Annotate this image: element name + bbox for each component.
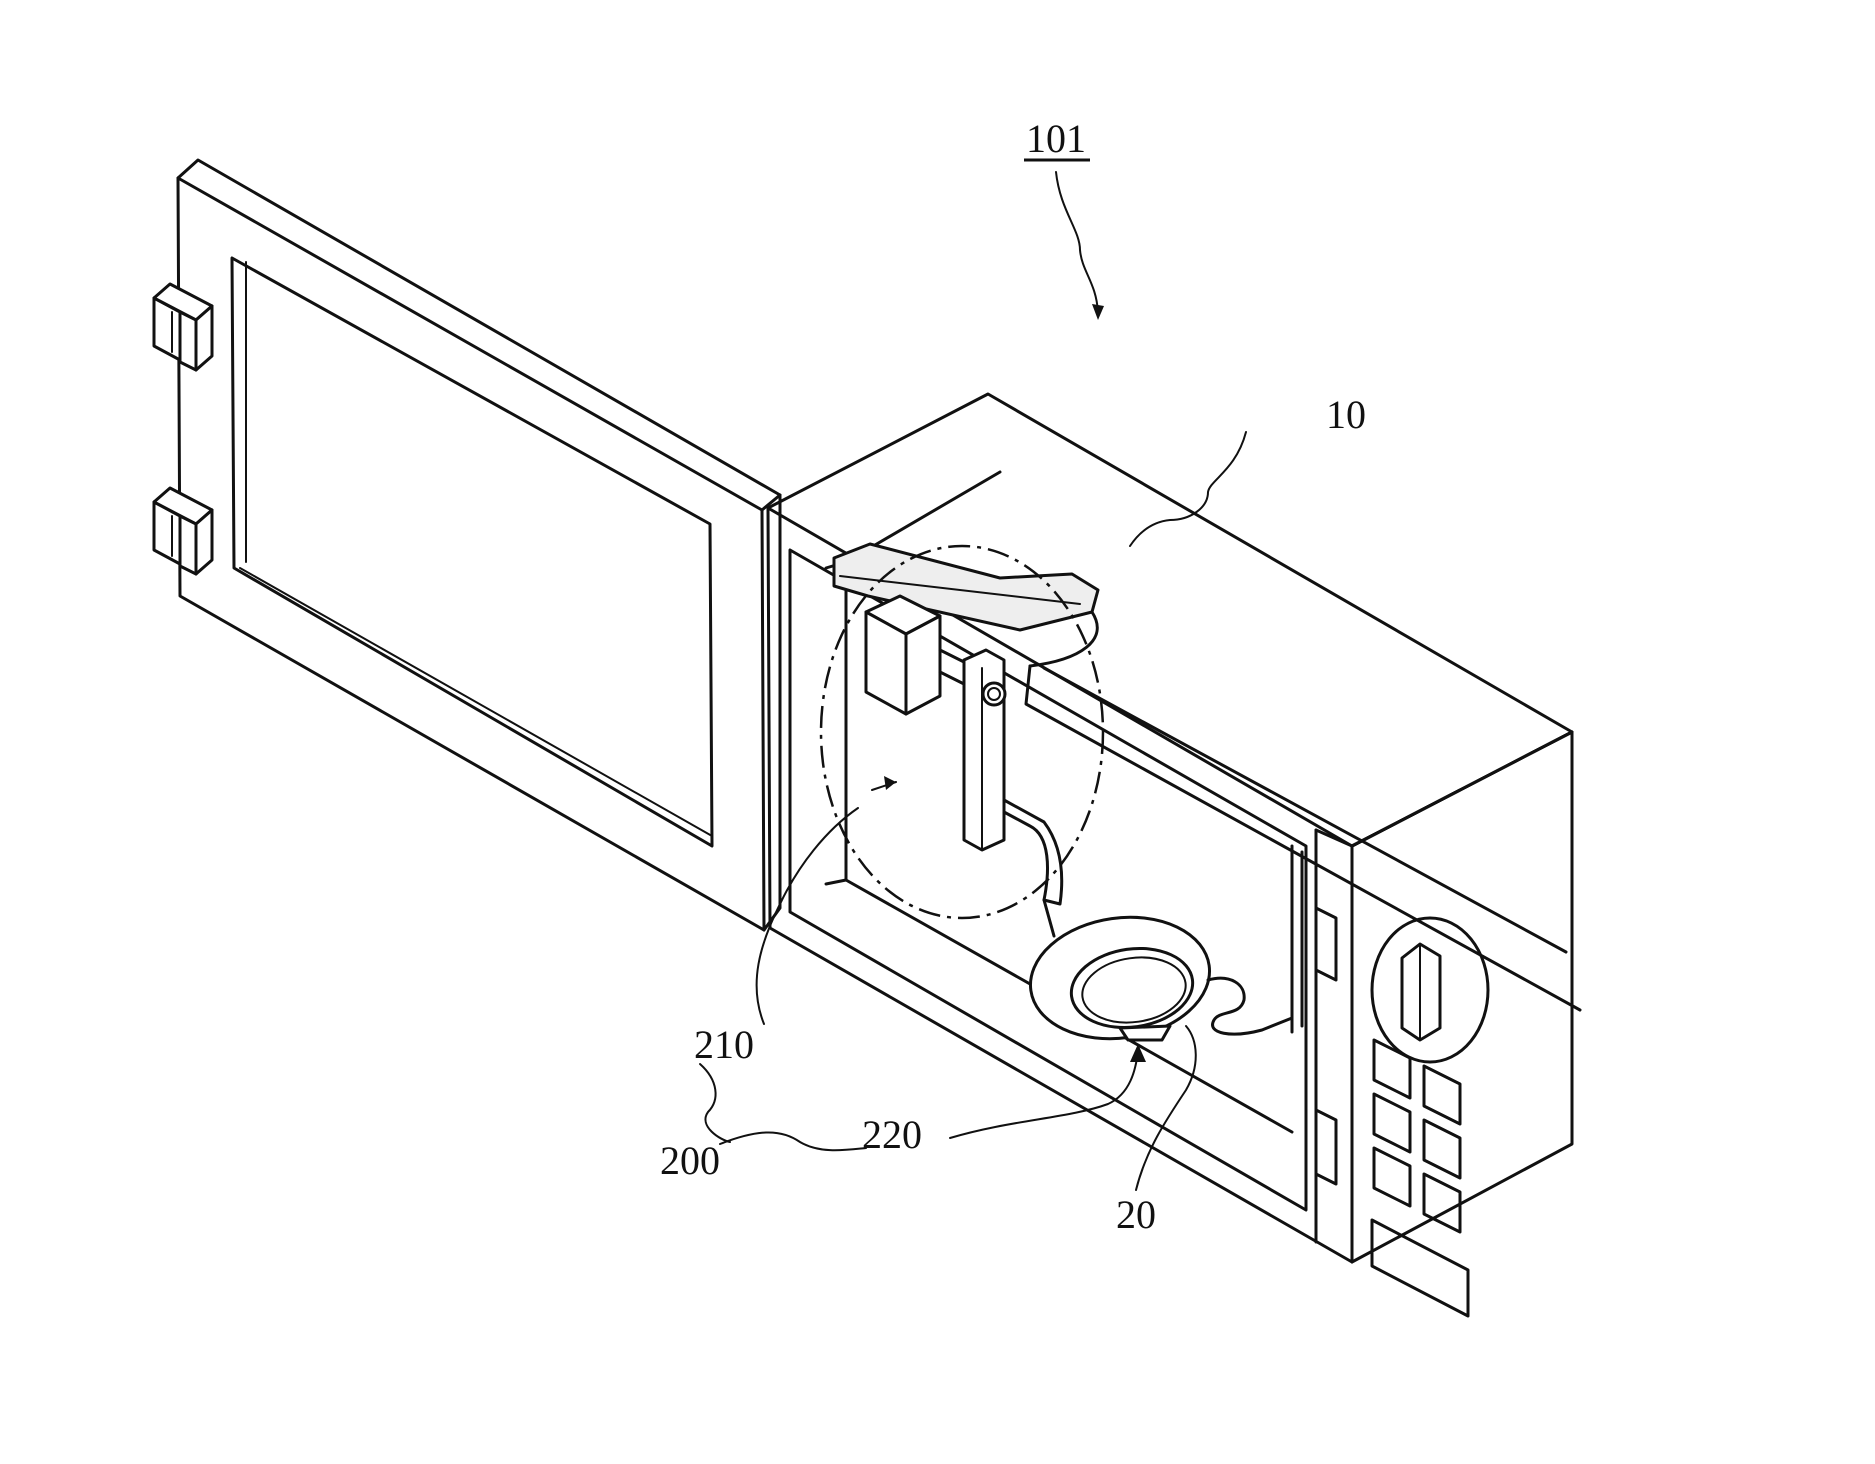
- turntable: [1023, 906, 1292, 1050]
- leader-10: [1130, 432, 1246, 546]
- leader-210: [757, 808, 858, 1024]
- dial-knob: [1372, 918, 1488, 1062]
- label-20: 20: [1116, 1192, 1156, 1237]
- leader-101: [1056, 172, 1098, 312]
- label-200: 200: [660, 1138, 720, 1183]
- leader-220: [950, 1050, 1138, 1138]
- hinge-bottom: [154, 488, 212, 574]
- label-220: 220: [862, 1112, 922, 1157]
- label-210: 210: [694, 1022, 754, 1067]
- motor-box: [866, 596, 940, 714]
- door: [154, 160, 780, 930]
- label-10: 10: [1326, 392, 1366, 437]
- link-arm: [964, 650, 1005, 850]
- hinge-top: [154, 284, 212, 370]
- label-101: 101: [1026, 116, 1086, 161]
- leader-200-220: [720, 1132, 866, 1150]
- leader-200-210: [700, 1064, 730, 1142]
- control-panel: [1372, 918, 1488, 1316]
- keypad: [1372, 1040, 1468, 1316]
